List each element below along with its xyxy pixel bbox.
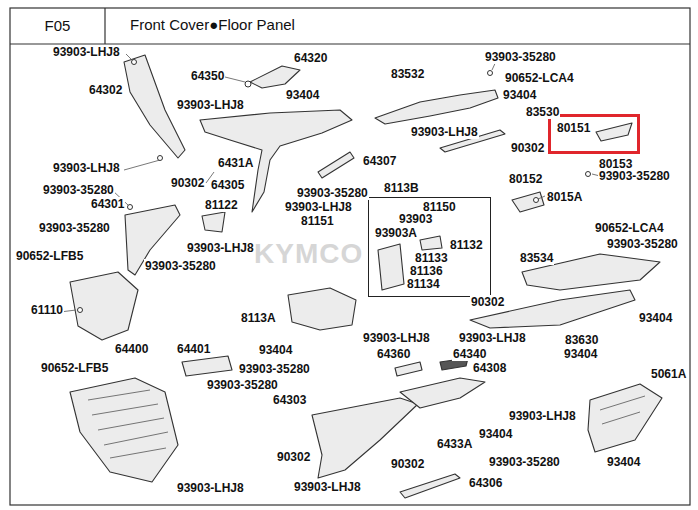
callout-number: 93903-35280 (144, 259, 217, 273)
figure-number-cell: F05 (10, 8, 105, 44)
highlight-box: 80151 (548, 114, 640, 154)
callout-number: 90652-LCA4 (594, 221, 665, 235)
callout-number: 93903-LHJ8 (52, 161, 121, 175)
callout-number: 64301 (90, 197, 125, 211)
callout-number: 93903-LHJ8 (362, 331, 431, 345)
callout-number: 81133 (414, 251, 449, 265)
callout-number: 93903-LHJ8 (410, 125, 479, 139)
box-heading: 80151 (556, 121, 591, 135)
callout-number: 93903-LHJ8 (176, 481, 245, 495)
callout-number: 93903-LHJ8 (508, 409, 577, 423)
callout-number: 64303 (272, 393, 307, 407)
callout-number: 80152 (508, 172, 543, 186)
callout-number: 81134 (406, 277, 441, 291)
callout-number: 93903-35280 (42, 183, 115, 197)
callout-number: 90652-LCA4 (504, 71, 575, 85)
callout-number: 90302 (510, 141, 545, 155)
callout-number: 93404 (563, 347, 598, 361)
callout-number: 81136 (409, 264, 444, 278)
callout-number: 90302 (276, 450, 311, 464)
callout-number: 93903-35280 (296, 186, 369, 200)
callout-number: 90302 (470, 295, 505, 309)
callout-number: 93903-LHJ8 (186, 241, 255, 255)
callout-number: 93903-35280 (488, 455, 561, 469)
callout-number: 93404 (606, 455, 641, 469)
callout-number: 93903-35280 (606, 237, 679, 251)
callout-number: 6431A (217, 156, 254, 170)
callout-number: 64360 (376, 347, 411, 361)
callout-number: 93903-35280 (484, 50, 557, 64)
callout-number: 81151 (300, 214, 335, 228)
callout-number: 93903 (398, 212, 433, 226)
callout-number: 90302 (390, 457, 425, 471)
callout-number: 61110 (30, 303, 64, 317)
watermark: KYMCO (254, 238, 363, 270)
callout-number: 64350 (190, 69, 225, 83)
callout-number: 93903-35280 (238, 362, 311, 376)
callout-number: 64308 (472, 361, 507, 375)
callout-number: 93903-35280 (38, 221, 111, 235)
callout-number: 8113A (240, 311, 277, 325)
callout-number: 93404 (478, 427, 513, 441)
callout-number: 93903-LHJ8 (284, 200, 353, 214)
callout-number: 64305 (210, 178, 245, 192)
callout-number: 93903-LHJ8 (293, 480, 362, 494)
callout-number: 93903-LHJ8 (52, 45, 121, 59)
box-heading: F05 (44, 17, 72, 35)
callout-number: 64302 (88, 83, 123, 97)
callout-number: 81150 (422, 200, 457, 214)
callout-number: 93903-35280 (598, 169, 671, 183)
callout-number: 83530 (525, 105, 560, 119)
callout-number: 64340 (452, 347, 487, 361)
callout-number: 64307 (362, 154, 397, 168)
callout-number: 8015A (546, 190, 583, 204)
callout-number: 83630 (564, 333, 599, 347)
page-title: Front Cover●Floor Panel (130, 16, 295, 34)
callout-number: 93404 (502, 88, 537, 102)
callout-number: 64320 (293, 51, 328, 65)
callout-number: 64400 (114, 342, 149, 356)
callout-number: 83532 (390, 67, 425, 81)
callout-number: 93404 (638, 311, 673, 325)
callout-number: 93903-LHJ8 (176, 98, 245, 112)
callout-number: 5061A (650, 367, 687, 381)
callout-number: 90652-LFB5 (40, 361, 109, 375)
callout-number: 93903-35280 (206, 378, 279, 392)
callout-number: 93903-LHJ8 (458, 331, 527, 345)
callout-number: 64306 (468, 476, 503, 490)
callout-number: 90652-LFB5 (15, 249, 84, 263)
callout-number: 81122 (204, 198, 239, 212)
callout-number: 81132 (449, 238, 484, 252)
callout-number: 93404 (285, 88, 320, 102)
callout-number: 93404 (258, 343, 293, 357)
group-box: 8113B811509390393903A8113281133811368113… (368, 197, 491, 297)
callout-number: 90302 (170, 176, 205, 190)
callout-number: 93903A (374, 226, 418, 240)
box-heading: 8113B (383, 181, 420, 195)
callout-number: 6433A (436, 437, 473, 451)
callout-number: 64401 (176, 342, 211, 356)
callout-number: 83534 (519, 251, 554, 265)
